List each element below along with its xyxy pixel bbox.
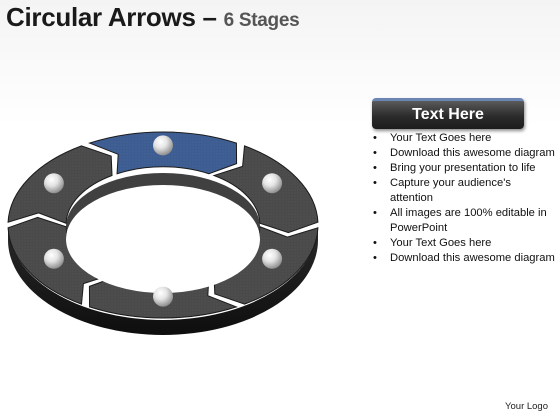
bullet-list: Your Text Goes hereDownload this awesome…	[371, 131, 556, 266]
title-dash: –	[195, 2, 224, 32]
bead-icon	[153, 135, 173, 156]
ring-outer-side	[8, 225, 318, 335]
ring-beads	[43, 135, 283, 307]
ring-extrusion	[8, 225, 318, 335]
bullet-item: All images are 100% editable in PowerPoi…	[371, 206, 556, 236]
text-header: Text Here	[372, 98, 524, 129]
bullet-item: Bring your presentation to life	[371, 161, 556, 176]
title-sub: 6 Stages	[223, 10, 300, 31]
bullet-item: Download this awesome diagram	[371, 251, 556, 266]
bead-icon	[262, 173, 283, 194]
bullet-item: Capture your audience's attention	[371, 176, 556, 206]
ring-inner-hole	[66, 185, 260, 293]
bullet-item: Your Text Goes here	[371, 131, 556, 146]
page-title: Circular Arrows – 6 Stages	[6, 2, 300, 33]
bead-icon	[262, 248, 283, 269]
logo-placeholder: Your Logo	[505, 401, 548, 412]
bead-icon	[43, 173, 64, 194]
bead-icon	[153, 286, 173, 307]
ring-inner-wall	[66, 173, 260, 239]
bead-icon	[43, 248, 64, 269]
title-main: Circular Arrows	[6, 2, 196, 32]
bullet-item: Your Text Goes here	[371, 236, 556, 251]
bullet-item: Download this awesome diagram	[371, 146, 556, 161]
